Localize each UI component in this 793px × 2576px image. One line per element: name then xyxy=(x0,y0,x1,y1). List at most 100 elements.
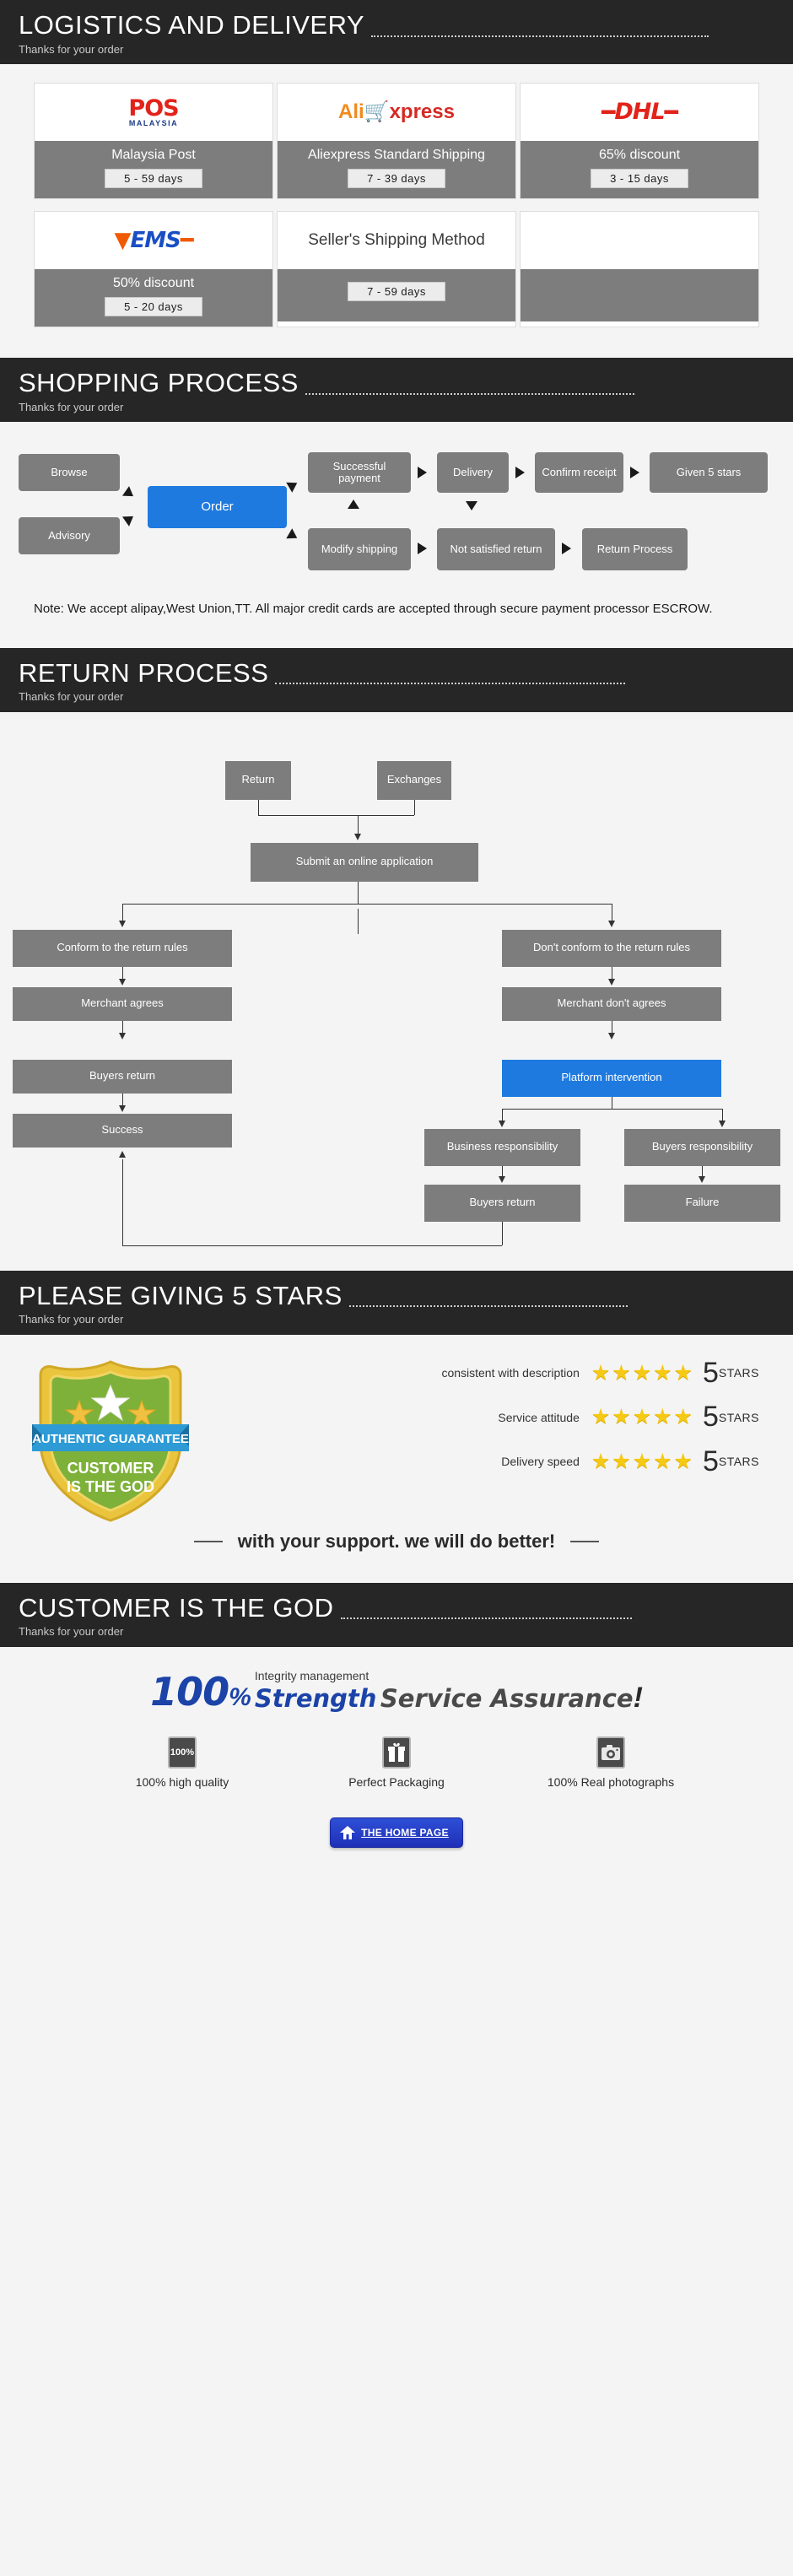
rating-unit: STARS xyxy=(718,1410,759,1424)
flow-node-failure[interactable]: Failure xyxy=(624,1184,780,1222)
shipping-days: 5 - 20 days xyxy=(105,296,202,316)
seller-method-text: Seller's Shipping Method xyxy=(278,212,515,270)
shipping-option-dhl[interactable]: ━DHL━ 65% discount 3 - 15 days xyxy=(520,83,759,200)
shipping-name: Aliexpress Standard Shipping xyxy=(308,148,485,163)
flow-node-exchanges[interactable]: Exchanges xyxy=(377,760,451,800)
dotted-rule xyxy=(340,1607,632,1620)
flow-node-platform-intervention[interactable]: Platform intervention xyxy=(502,1059,721,1097)
aliexpress-logo: Ali🛒xpress xyxy=(278,84,515,142)
shipping-info: Malaysia Post 5 - 59 days xyxy=(35,141,272,199)
assurance-strength: Strength xyxy=(254,1684,377,1714)
shopping-panel: Browse Advisory Order Successful payment… xyxy=(0,435,793,638)
feature-item-photos: 100% Real photographs xyxy=(522,1736,699,1789)
connector xyxy=(258,814,414,816)
shipping-days: 7 - 59 days xyxy=(348,282,445,302)
assurance-headline: 100% Integrity management Strength Servi… xyxy=(0,1647,793,1720)
badge-line1: CUSTOMER xyxy=(67,1460,154,1477)
empty-info-slot xyxy=(521,269,758,322)
connector xyxy=(722,1108,723,1124)
rating-row: consistent with description ★★★★★ 5 STAR… xyxy=(199,1356,771,1389)
section-subtitle: Thanks for your order xyxy=(19,690,124,704)
shipping-info: 65% discount 3 - 15 days xyxy=(521,141,758,199)
feature-label: Perfect Packaging xyxy=(348,1775,445,1790)
shipping-option-ems[interactable]: ▼EMS━ 50% discount 5 - 20 days xyxy=(34,211,273,327)
dhl-speed-lines-icon-2: ━ xyxy=(664,100,678,127)
assurance-percent: % xyxy=(229,1683,251,1712)
shipping-option-aliexpress[interactable]: Ali🛒xpress Aliexpress Standard Shipping … xyxy=(277,83,516,200)
shipping-name: 65% discount xyxy=(598,148,681,163)
return-flow-diagram-lower: Buyers return Platform intervention Succ… xyxy=(0,1041,793,1246)
flow-node-business-responsibility[interactable]: Business responsibility xyxy=(424,1128,580,1166)
connector xyxy=(122,1020,123,1036)
shipping-info: 7 - 59 days xyxy=(278,269,515,322)
shipping-option-seller-method[interactable]: Seller's Shipping Method 7 - 59 days xyxy=(277,211,516,327)
flow-node-return[interactable]: Return xyxy=(225,760,291,800)
dotted-rule xyxy=(348,1295,628,1308)
section-header-logistics: LOGISTICS AND DELIVERY Thanks for your o… xyxy=(0,0,793,65)
feature-item-packaging: Perfect Packaging xyxy=(308,1736,485,1789)
connector xyxy=(502,1221,503,1245)
flow-node-delivery[interactable]: Delivery xyxy=(437,452,509,494)
section-divider xyxy=(0,347,793,358)
rating-label: Service attitude xyxy=(498,1410,580,1424)
dhl-speed-lines-icon: ━ xyxy=(601,100,615,127)
flow-node-not-satisfied-return[interactable]: Not satisfied return xyxy=(437,528,555,571)
section-subtitle: Thanks for your order xyxy=(19,1313,124,1326)
arrowhead xyxy=(354,833,361,840)
home-page-button[interactable]: THE HOME PAGE xyxy=(330,1817,463,1849)
connector xyxy=(122,903,123,922)
house-icon xyxy=(340,1826,356,1840)
shipping-days: 7 - 39 days xyxy=(348,169,445,189)
section-divider xyxy=(0,637,793,648)
flow-node-confirm-receipt[interactable]: Confirm receipt xyxy=(535,452,623,494)
flow-node-successful-payment[interactable]: Successful payment xyxy=(308,452,411,494)
shipping-option-malaysia-post[interactable]: POS MALAYSIA Malaysia Post 5 - 59 days xyxy=(34,83,273,200)
arrow-order-payment xyxy=(286,478,300,493)
flow-node-submit-application[interactable]: Submit an online application xyxy=(251,842,478,882)
flow-node-return-process[interactable]: Return Process xyxy=(582,528,688,571)
flow-node-order[interactable]: Order xyxy=(148,486,287,529)
arrow-notsatisfied-returnprocess xyxy=(562,543,571,555)
flow-node-modify-shipping[interactable]: Modify shipping xyxy=(308,528,411,571)
flow-node-buyers-responsibility[interactable]: Buyers responsibility xyxy=(624,1128,780,1166)
section-divider xyxy=(0,1572,793,1583)
arrowhead xyxy=(119,978,126,986)
assurance-exclamation: ! xyxy=(633,1682,643,1715)
flow-node-merchant-dont-agrees[interactable]: Merchant don't agrees xyxy=(502,986,721,1021)
home-button-label: THE HOME PAGE xyxy=(361,1827,449,1839)
feature-label: 100% Real photographs xyxy=(547,1775,675,1790)
flow-node-success[interactable]: Success xyxy=(13,1113,232,1148)
connector xyxy=(122,1093,123,1109)
guarantee-and-ratings: AUTHENTIC GUARANTEE CUSTOMER IS THE GOD … xyxy=(0,1335,793,1531)
dotted-rule xyxy=(305,383,634,395)
arrowhead xyxy=(119,1104,126,1112)
flow-node-buyers-return-right[interactable]: Buyers return xyxy=(424,1184,580,1222)
arrowhead xyxy=(699,1175,705,1183)
flow-node-advisory[interactable]: Advisory xyxy=(19,517,120,555)
shipping-info: 50% discount 5 - 20 days xyxy=(35,269,272,327)
section-subtitle: Thanks for your order xyxy=(19,42,124,56)
section-title: PLEASE GIVING 5 STARS xyxy=(19,1280,343,1310)
connector xyxy=(122,1245,502,1246)
arrow-payment-delivery xyxy=(418,467,427,479)
dotted-rule xyxy=(371,25,709,37)
flow-node-buyers-return-left[interactable]: Buyers return xyxy=(13,1059,232,1094)
flow-node-dont-conform-rules[interactable]: Don't conform to the return rules xyxy=(502,929,721,967)
pos-malaysia-logo: POS MALAYSIA xyxy=(35,84,272,142)
feature-label: 100% high quality xyxy=(135,1775,229,1790)
connector xyxy=(358,814,359,835)
arrow-browse-order xyxy=(121,486,138,501)
flow-node-conform-rules[interactable]: Conform to the return rules xyxy=(13,929,232,967)
dhl-logo-text: DHL xyxy=(614,99,665,126)
flow-node-browse[interactable]: Browse xyxy=(19,454,120,492)
flow-node-given-5-stars[interactable]: Given 5 stars xyxy=(650,452,768,494)
section-title: CUSTOMER IS THE GOD xyxy=(19,1592,334,1623)
rating-number: 5 xyxy=(702,1356,719,1389)
arrow-advisory-order xyxy=(121,511,138,527)
ali-logo-subtext: xpress xyxy=(389,100,455,124)
assurance-small-text: Integrity management xyxy=(254,1669,370,1683)
section-title: SHOPPING PROCESS xyxy=(19,367,299,397)
section-header-shopping: SHOPPING PROCESS Thanks for your order xyxy=(0,357,793,423)
arrowhead xyxy=(499,1175,505,1183)
flow-node-merchant-agrees[interactable]: Merchant agrees xyxy=(13,986,232,1021)
